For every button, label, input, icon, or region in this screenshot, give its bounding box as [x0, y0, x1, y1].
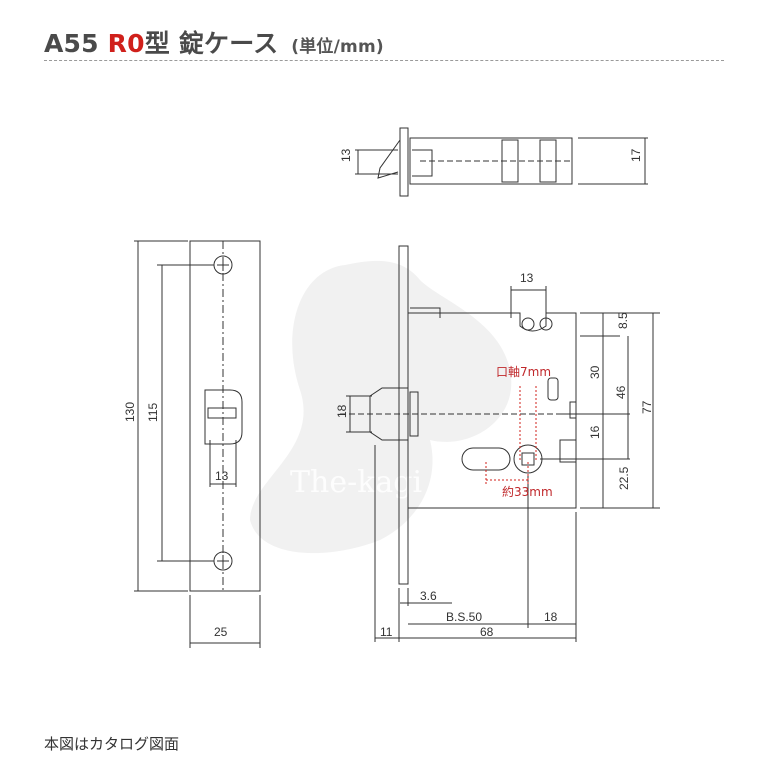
- dim-18: 18: [544, 610, 558, 624]
- dim-16: 16: [588, 425, 602, 439]
- title-unit: (単位/mm): [291, 37, 384, 57]
- dim-face-13: 13: [215, 469, 229, 483]
- dim-130: 130: [123, 402, 137, 422]
- dim-115: 115: [146, 403, 160, 422]
- faceplate-view: [134, 240, 261, 648]
- latch-window: [204, 389, 243, 445]
- top-view: [355, 127, 648, 197]
- dim-46: 46: [614, 385, 628, 399]
- spindle-hub: [513, 444, 543, 474]
- watermark-shape: [250, 260, 512, 554]
- title-model-suffix: 型 錠ケース: [144, 29, 279, 58]
- top-faceplate: [399, 127, 409, 197]
- faceplate-outline: [189, 240, 261, 592]
- top-body: [409, 137, 573, 185]
- dim-30: 30: [588, 365, 602, 379]
- dim-11: 11: [380, 625, 393, 639]
- dim-3-6: 3.6: [420, 589, 437, 603]
- dim-8-5: 8.5: [616, 312, 630, 329]
- title-model-red: R0: [107, 29, 145, 58]
- dim-top-13b: 13: [520, 271, 534, 285]
- footer-note: 本図はカタログ図面: [44, 735, 180, 753]
- dim-22-5: 22.5: [617, 466, 631, 490]
- annotation-distance: 約33mm: [502, 484, 553, 499]
- title-model-prefix: A55: [44, 29, 99, 58]
- dim-top-13: 13: [339, 148, 353, 162]
- title-divider: [44, 60, 724, 61]
- dim-latch-18: 18: [335, 404, 349, 418]
- annotation-spindle: 口軸7mm: [496, 365, 551, 379]
- case-body: [407, 312, 577, 509]
- page-title: A55 R0型 錠ケース (単位/mm): [44, 24, 384, 60]
- side-view: [340, 245, 660, 642]
- dim-top-17: 17: [629, 148, 643, 162]
- dim-77: 77: [640, 400, 654, 414]
- dim-25: 25: [214, 625, 228, 639]
- watermark-text: The-kagi: [290, 465, 422, 500]
- top-latch: [377, 139, 401, 179]
- dim-bs50: B.S.50: [446, 610, 482, 624]
- dim-68: 68: [480, 625, 494, 639]
